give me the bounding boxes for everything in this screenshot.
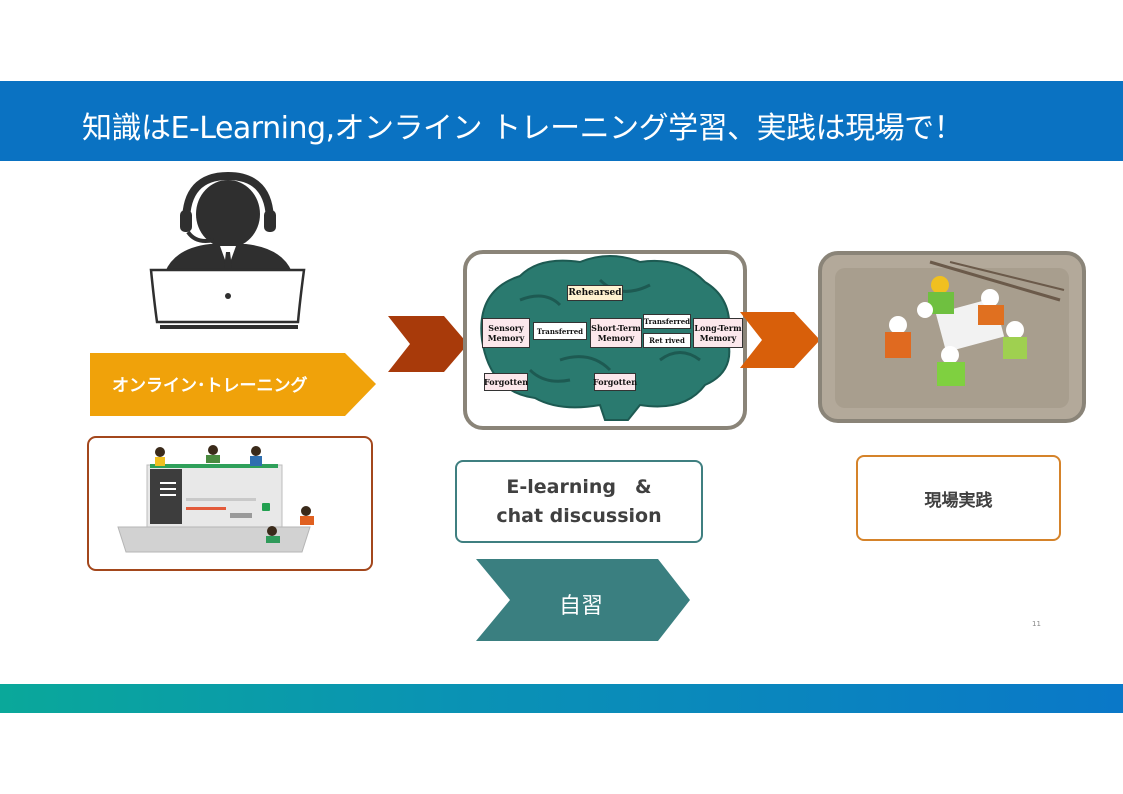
forgotten-box-2: Forgotten [593,373,637,391]
transferred-arrow-2: Transferred [643,314,691,329]
title-bar [0,81,1123,161]
people-around-laptop-illustration [117,445,314,553]
sensory-memory-box: Sensory Memory [482,318,530,348]
online-training-label: オンライン･トレーニング [112,376,308,396]
sensory-line2: Memory [487,333,525,343]
short-term-line1: Short-Term [591,323,641,333]
retrieved-arrow: Ret rived [643,333,691,348]
self-study-label: 自習 [558,594,603,619]
self-study-banner [476,559,690,641]
forgotten-box-1: Forgotten [484,373,528,391]
rehearsed-label: Rehearsed [567,285,623,301]
page-number: 11 [1032,620,1041,628]
short-term-line2: Memory [597,333,635,343]
elearning-line2: chat discussion [496,504,662,527]
transferred-arrow-1: Transferred [533,322,587,340]
sensory-line1: Sensory [488,323,524,333]
short-term-memory-box: Short-Term Memory [590,318,642,348]
headset-operator-laptop-icon [149,171,306,329]
field-practice-box: 現場実践 [856,455,1061,541]
page-title: 知識はE-Learning,オンライン トレーニング学習、実践は現場で！ [82,111,964,146]
bottom-bar [0,684,1123,713]
long-term-line1: Long-Term [694,323,742,333]
online-training-banner [90,353,376,416]
arrow-to-elearning [388,316,468,372]
elearning-box: E-learning & chat discussion [455,460,703,543]
long-term-line2: Memory [699,333,737,343]
elearning-line1: E-learning & [506,475,652,498]
long-term-memory-box: Long-Term Memory [693,318,743,348]
